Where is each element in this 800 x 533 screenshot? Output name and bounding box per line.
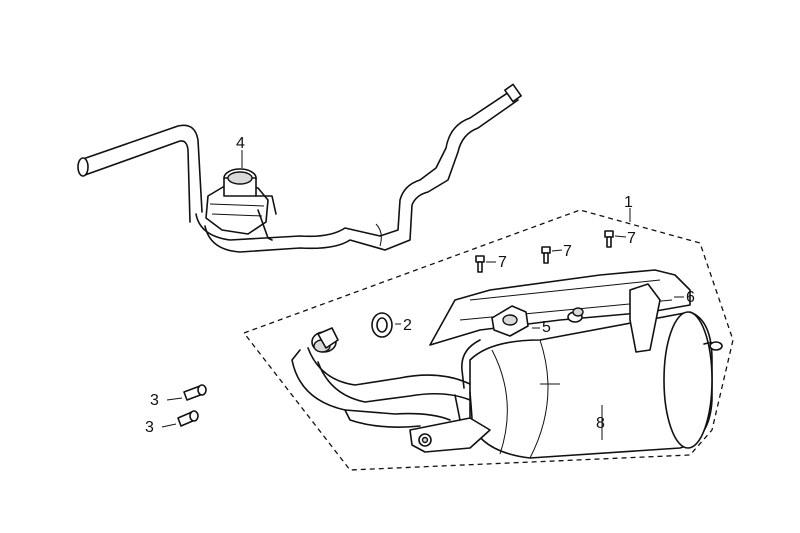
muffler-body — [429, 269, 723, 459]
callout-7-middle: 7 — [563, 243, 572, 260]
callout-5: 5 — [542, 319, 551, 336]
stud-bolt-upper — [183, 384, 207, 401]
air-valve — [205, 150, 277, 241]
bolt-left — [475, 255, 485, 273]
gasket — [371, 312, 393, 338]
callout-8: 8 — [596, 415, 605, 432]
callout-7-right: 7 — [627, 230, 636, 247]
callout-2: 2 — [403, 317, 412, 334]
leader-lines — [161, 208, 684, 440]
exhaust-header-pipe — [291, 327, 471, 428]
muffler-front-bracket — [409, 391, 491, 453]
callout-4: 4 — [236, 135, 245, 152]
assembly-boundary — [242, 209, 734, 471]
callout-6: 6 — [686, 289, 695, 306]
callout-7-left: 7 — [498, 254, 507, 271]
callout-3-upper: 3 — [150, 392, 159, 409]
callout-1: 1 — [624, 194, 633, 211]
o2-sensor — [461, 305, 529, 389]
bolt-right — [604, 230, 614, 248]
stud-bolt-lower — [177, 410, 199, 427]
secondary-air-pipe — [77, 83, 522, 253]
bolt-middle — [541, 246, 551, 264]
callout-3-lower: 3 — [145, 419, 154, 436]
